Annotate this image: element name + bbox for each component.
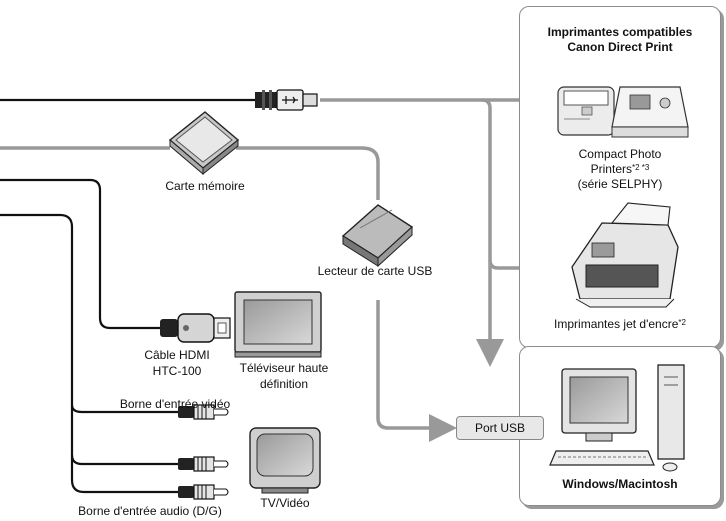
rca-plug-audio-l	[178, 484, 229, 500]
rca-plug-video	[178, 404, 229, 420]
compact-printer-2-icon	[611, 86, 689, 138]
compatible-printers-panel: Imprimantes compatibles Canon Direct Pri…	[519, 6, 721, 348]
usb-plug	[255, 89, 318, 111]
printers-panel-title-line2: Canon Direct Print	[567, 40, 673, 54]
tv-video-label: TV/Vidéo	[260, 496, 310, 510]
card-reader-icon	[341, 204, 414, 268]
hdmi-cable-label-line1: Câble HDMI	[144, 348, 210, 362]
black-cables	[0, 98, 255, 494]
compact-printer-icon	[557, 86, 615, 136]
hdmi-plug-icon	[160, 313, 231, 343]
computer-panel: Windows/Macintosh	[519, 346, 721, 506]
rca-plug-audio-r	[178, 456, 229, 472]
video-input-label: Borne d'entrée vidéo	[119, 397, 231, 411]
desktop-computer-icon	[549, 364, 685, 472]
av-cable	[0, 213, 178, 494]
card-path-line	[0, 146, 380, 200]
compact-printers-label-line2: Printers*2 *3	[520, 162, 720, 177]
printers-panel-title-line1: Imprimantes compatibles	[547, 25, 693, 39]
printers-art	[557, 86, 689, 308]
usb-port-label: Port USB	[456, 416, 544, 440]
compact-printers-footnote: *2 *3	[631, 163, 650, 172]
hdtv-icon	[234, 291, 322, 358]
inkjet-printers-footnote: *2	[678, 318, 686, 327]
inkjet-printers-word: Imprimantes jet d'encre	[554, 317, 679, 331]
memory-card-label: Carte mémoire	[165, 179, 245, 193]
audio-input-label: Borne d'entrée audio (D/G)	[78, 504, 222, 518]
card-reader-label: Lecteur de carte USB	[317, 264, 433, 278]
compact-printers-word: Printers	[590, 162, 632, 176]
computer-art	[549, 364, 685, 472]
av-cable-audio-r	[70, 454, 178, 466]
av-cable-video	[70, 404, 178, 414]
hdtv-label-line2: définition	[259, 377, 309, 391]
compact-printers-label-line3: (série SELPHY)	[577, 177, 663, 191]
hdtv-label-line1: Téléviseur haute	[239, 361, 329, 375]
computer-label: Windows/Macintosh	[562, 477, 678, 491]
memory-card-icon	[168, 111, 240, 176]
hdmi-cable	[0, 178, 165, 330]
hdmi-cable-label-line2: HTC-100	[152, 364, 202, 378]
inkjet-printer-icon	[571, 202, 679, 308]
inkjet-printers-label: Imprimantes jet d'encre*2	[520, 317, 720, 332]
compact-printers-label-line1: Compact Photo	[578, 147, 662, 161]
crt-tv-icon	[249, 427, 321, 494]
